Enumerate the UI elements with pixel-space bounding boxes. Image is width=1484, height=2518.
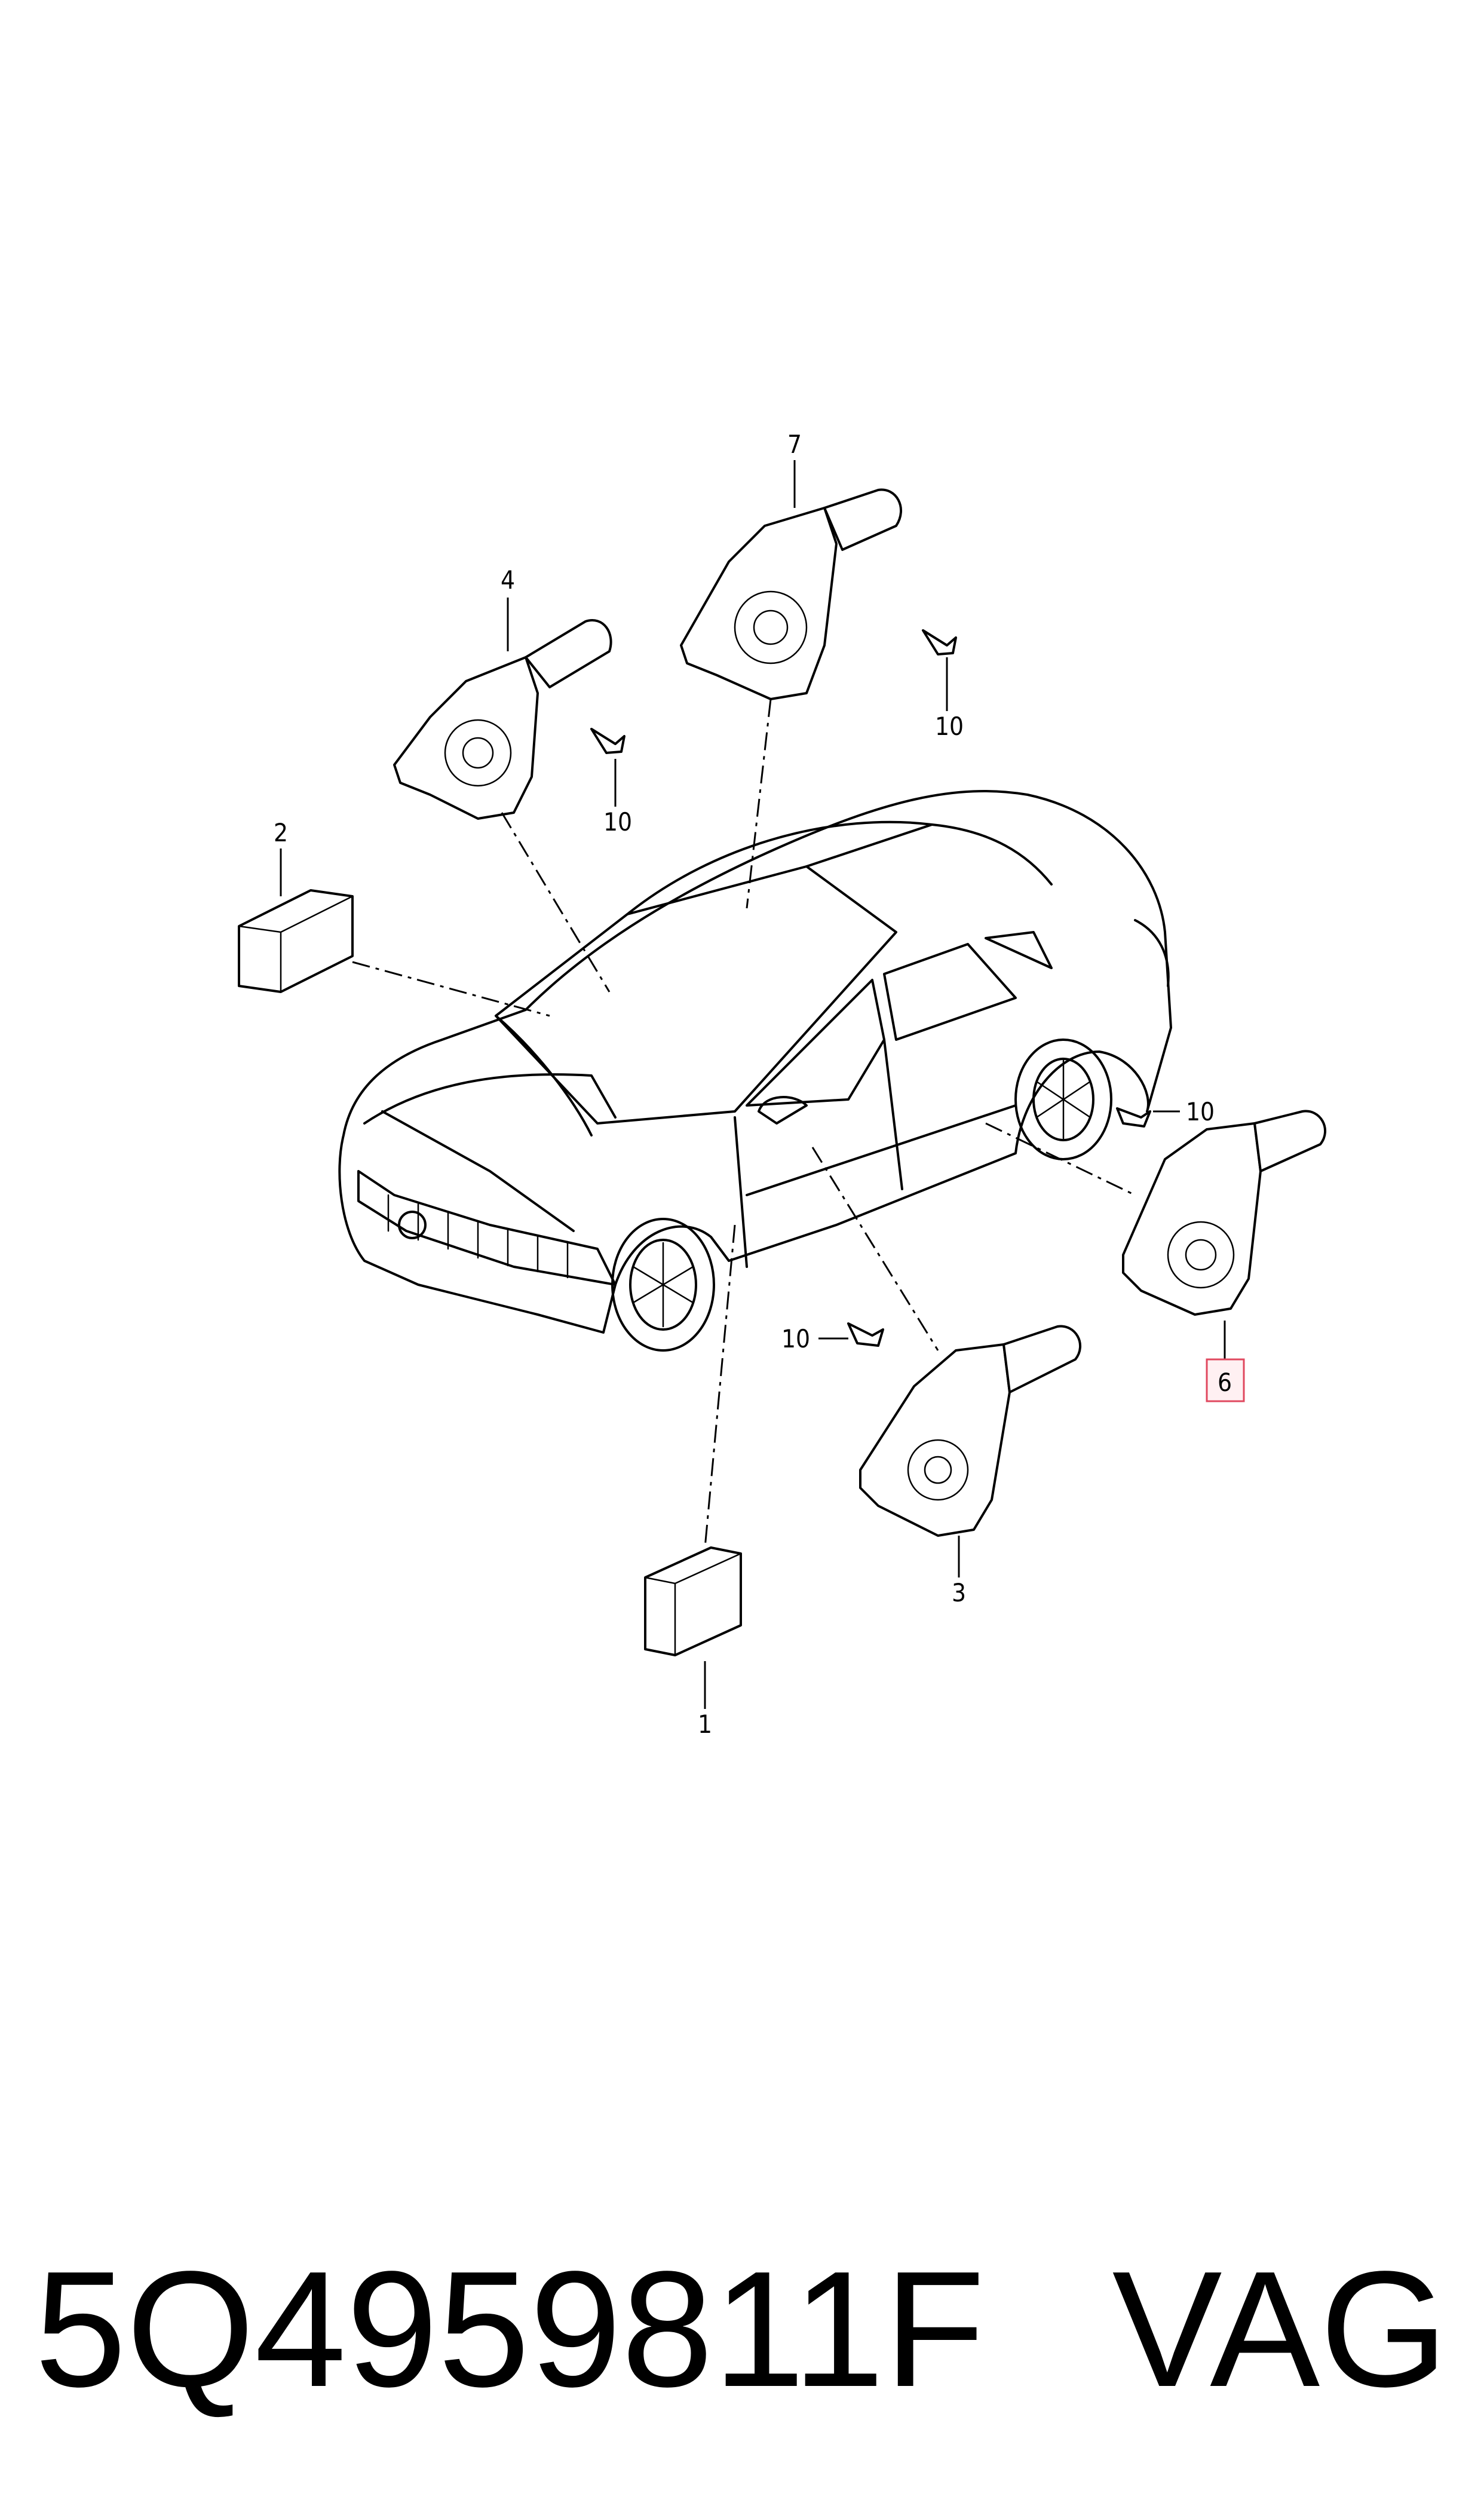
callout-labels: 4 7 2 10 10 10 6 10 3 1 <box>274 430 1245 1739</box>
parts-diagram: 4 7 2 10 10 10 6 10 3 1 <box>238 430 1327 1739</box>
callout-4: 4 <box>501 565 515 595</box>
part-number: 5Q4959811F <box>35 2237 985 2421</box>
callout-10-b: 10 <box>935 712 964 741</box>
window-motor-part-3 <box>859 1325 1082 1537</box>
leader-lines <box>280 460 1226 1709</box>
window-motor-part-4 <box>393 619 612 820</box>
car-illustration <box>338 790 1172 1352</box>
brand-label: VAG <box>1112 2237 1448 2421</box>
screw-part-10 <box>590 629 1151 1347</box>
window-motor-part-7 <box>680 488 903 700</box>
dash-dot-lines <box>352 699 1136 1548</box>
control-module-part-1 <box>644 1546 742 1656</box>
callout-3: 3 <box>952 1578 966 1607</box>
control-module-part-2 <box>238 889 354 993</box>
callout-6: 6 <box>1218 1368 1232 1397</box>
callout-10-c: 10 <box>1186 1097 1215 1126</box>
callout-2: 2 <box>274 818 288 847</box>
callout-10-d: 10 <box>781 1324 810 1353</box>
window-motor-part-6 <box>1122 1110 1327 1316</box>
callout-1: 1 <box>698 1710 712 1739</box>
callout-7: 7 <box>787 430 802 459</box>
callout-6-highlight <box>1206 1358 1245 1402</box>
callout-10-a: 10 <box>603 807 632 837</box>
